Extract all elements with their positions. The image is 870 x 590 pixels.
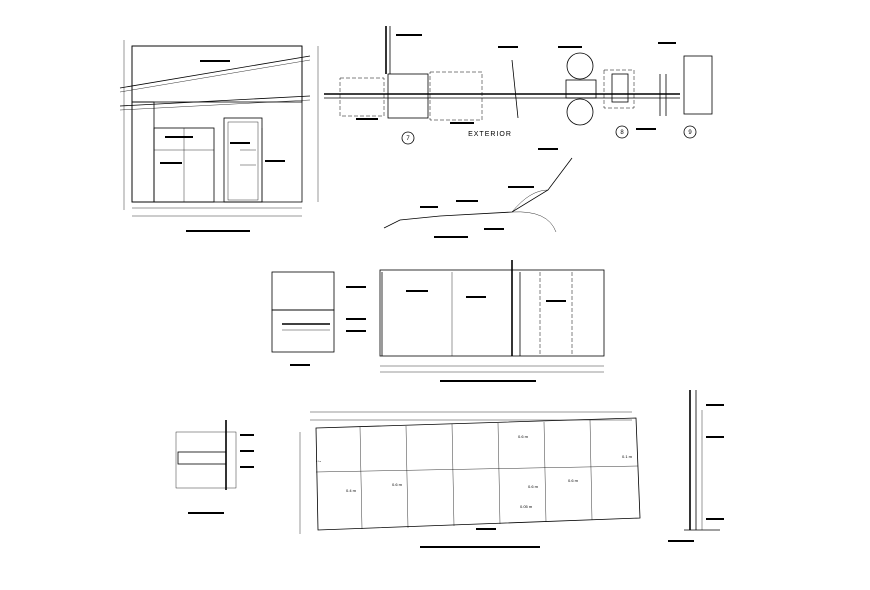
detail-bubble-7-number: 7 xyxy=(406,136,410,142)
bottom-left-detail xyxy=(175,420,254,514)
exterior-label: EXTERIOR xyxy=(468,131,512,138)
front-elevation xyxy=(379,260,605,382)
facade-elevation xyxy=(119,40,319,232)
dim-label-bottom-3: 0.6 m xyxy=(528,484,539,489)
dim-label-bottom-5: 0.05 m xyxy=(520,504,533,509)
dim-label-bottom-4: 0.6 m xyxy=(568,478,579,483)
dim-label-top-right: 0.6 m xyxy=(518,434,529,439)
detail-bubble-9 xyxy=(683,125,697,139)
panel-elevation: 0.1 m 0.6 m 0.1 m 0.4 m 0.6 m 0.6 m 0.6 … xyxy=(299,411,641,548)
detail-bubble-8 xyxy=(615,125,629,139)
detail-bubble-7 xyxy=(401,131,415,145)
vertical-section xyxy=(668,390,724,542)
dim-label-top-left: 0.1 m xyxy=(316,461,321,463)
door-swing-plan xyxy=(383,148,573,238)
detail-bubble-8-number: 8 xyxy=(620,130,624,136)
dim-label-right: 0.1 m xyxy=(622,454,633,459)
small-section-detail xyxy=(271,271,366,366)
dim-label-bottom-2: 0.6 m xyxy=(392,482,403,487)
plan-detail-strip: 7 EXTERIOR 8 9 xyxy=(324,26,713,145)
detail-bubble-9-number: 9 xyxy=(688,130,692,136)
dim-label-bottom-1: 0.4 m xyxy=(346,488,357,493)
